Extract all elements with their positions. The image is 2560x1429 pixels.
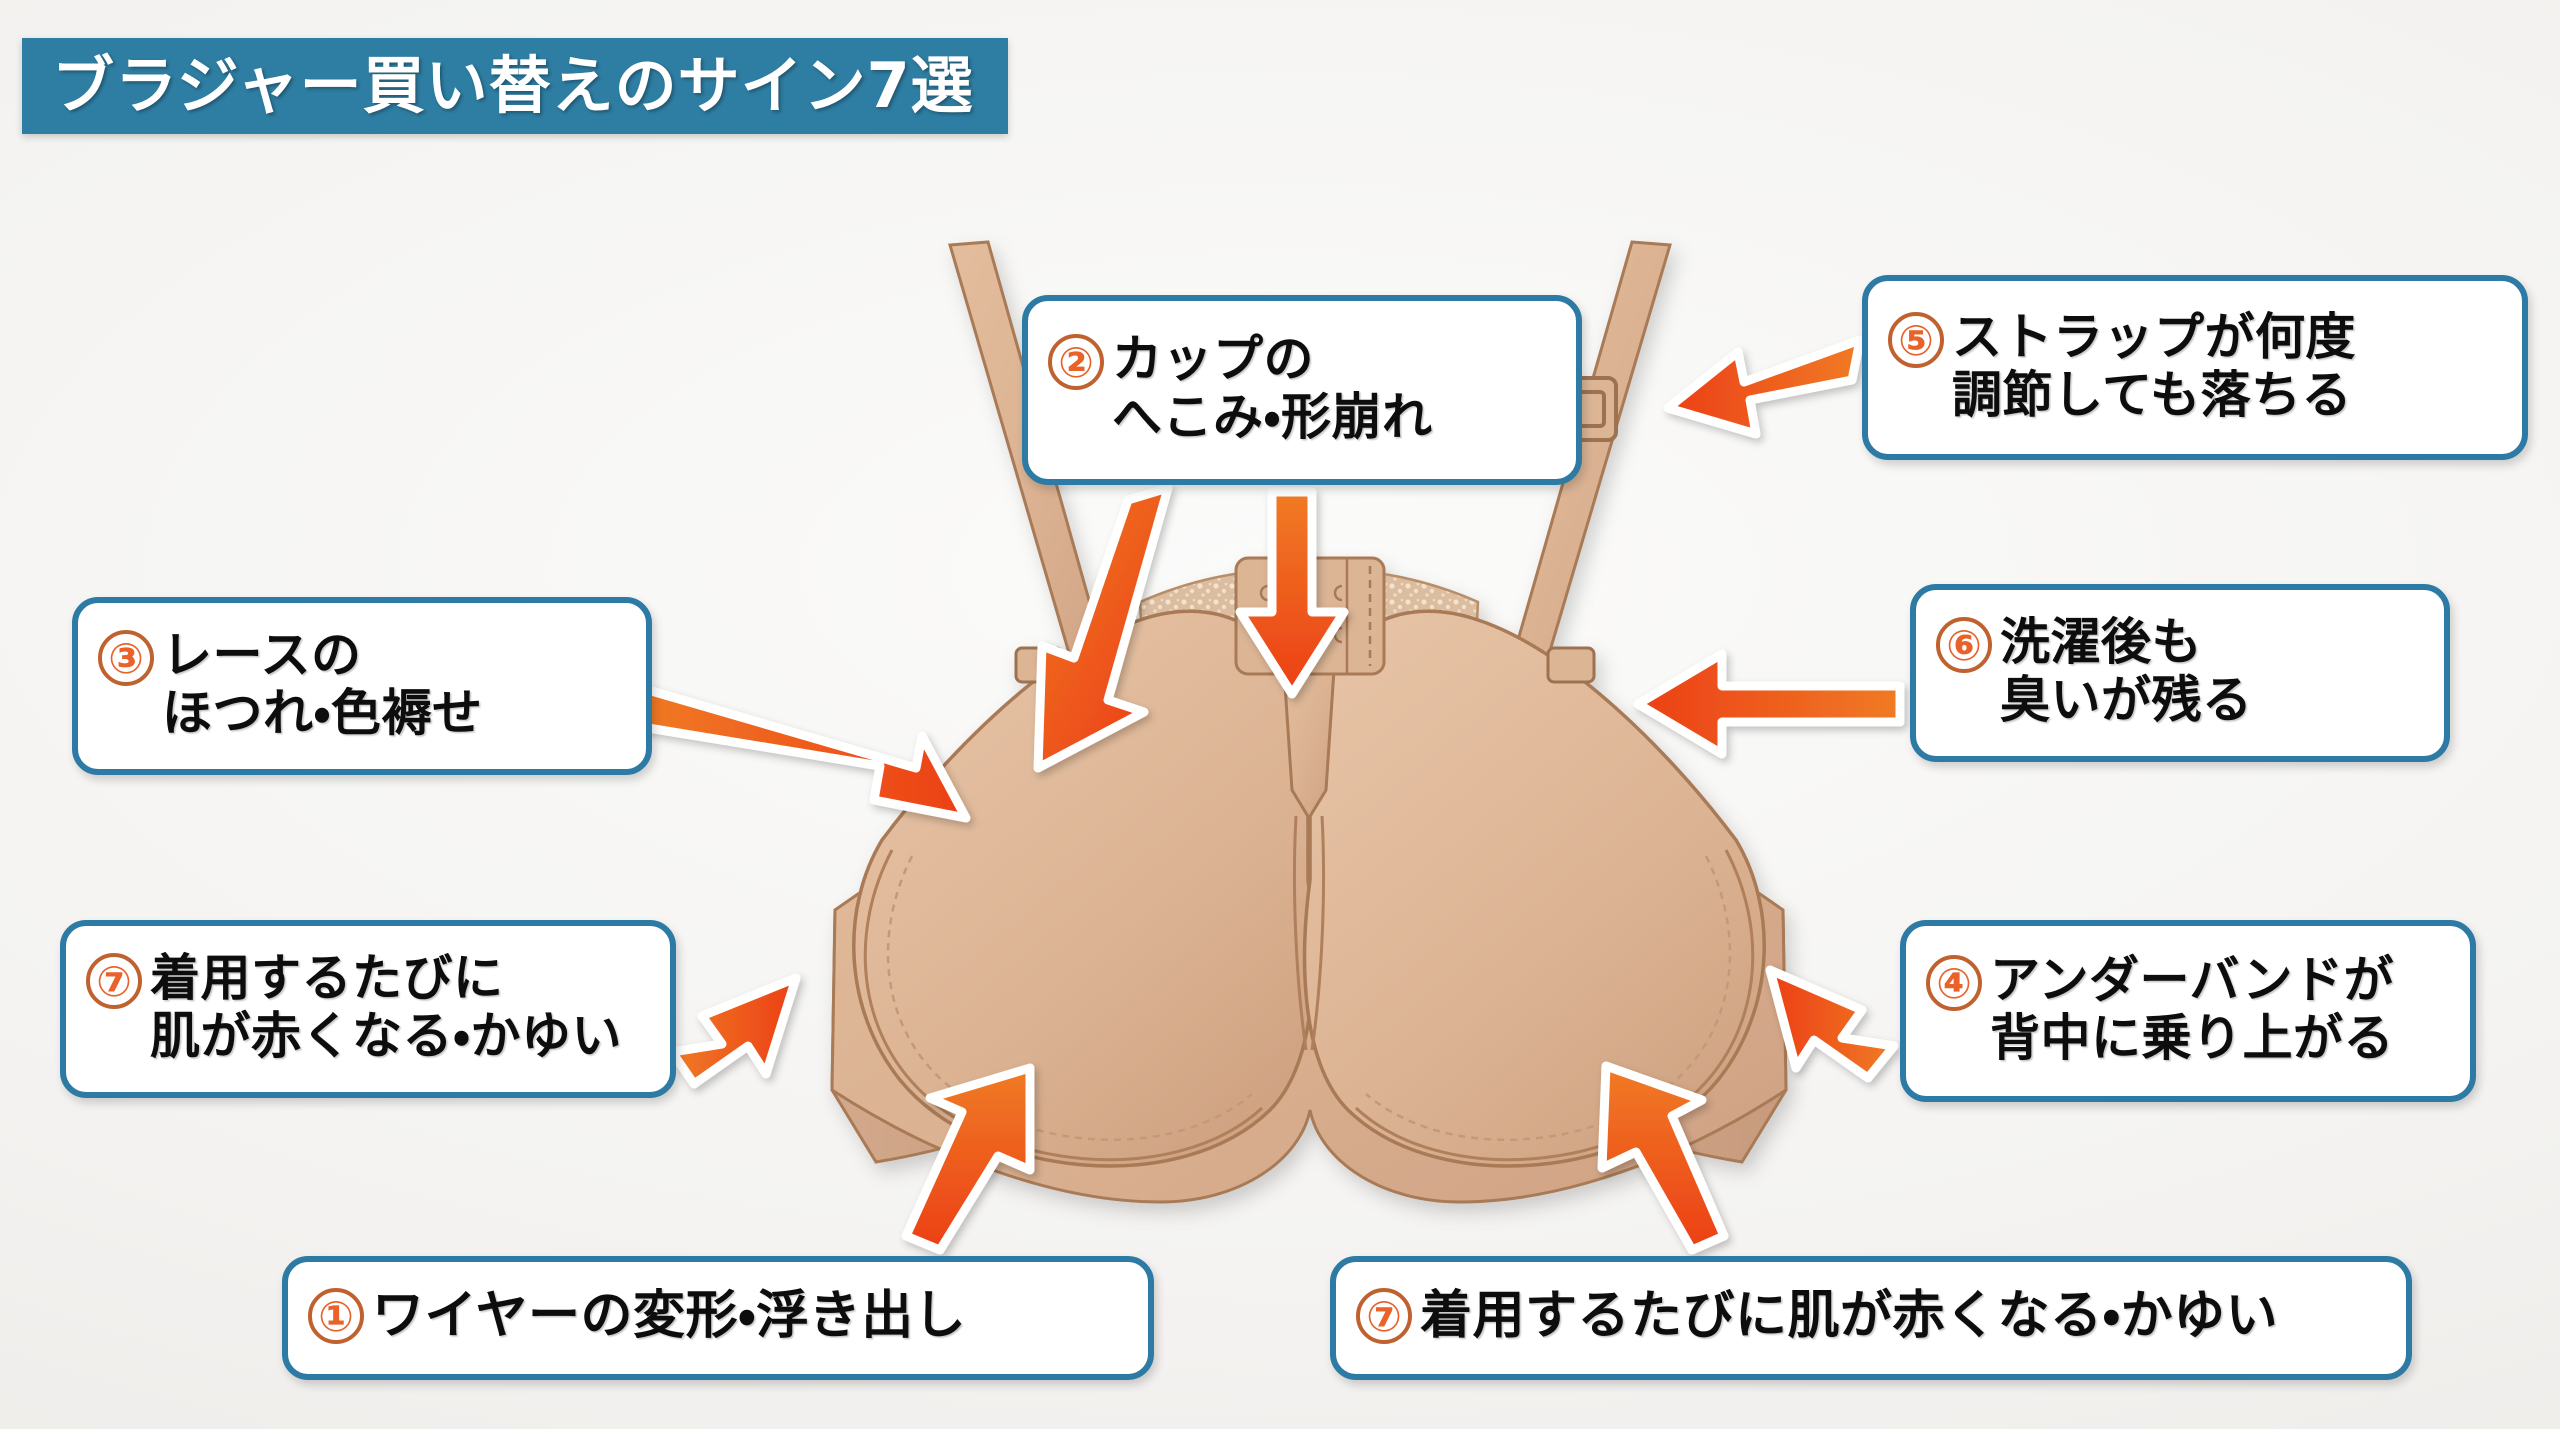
callout-box-4[interactable]: ④ アンダーバンドが 背中に乗り上がる — [1900, 920, 2476, 1102]
callout-line: ワイヤーの変形・浮き出し — [372, 1285, 967, 1346]
callout-number-4: ④ — [1926, 955, 1982, 1011]
callout-number-1: ① — [308, 1288, 364, 1344]
callout-text-2: カップの へこみ・形崩れ — [1112, 330, 1433, 446]
callout-text-4: アンダーバンドが 背中に乗り上がる — [1990, 951, 2394, 1067]
callout-number-2: ② — [1048, 334, 1104, 390]
callout-box-5[interactable]: ⑤ ストラップが何度 調節しても落ちる — [1862, 275, 2528, 460]
center-gore-seam-left — [1292, 815, 1308, 1051]
callout-line: カップの — [1112, 330, 1314, 388]
callout-line: レースの — [162, 626, 362, 684]
callout-box-2[interactable]: ② カップの へこみ・形崩れ — [1022, 295, 1582, 485]
callout-text-6: 洗濯後も 臭いが残る — [2000, 613, 2253, 729]
strap-adjuster-right-lower — [1546, 646, 1596, 684]
callout-box-7a[interactable]: ⑦ 着用するたびに 肌が赤くなる・かゆい — [60, 920, 676, 1098]
page-title: ブラジャー買い替えのサイン7選 — [52, 49, 974, 122]
callout-number-7b: ⑦ — [1356, 1288, 1412, 1344]
callout-number-6: ⑥ — [1936, 617, 1992, 673]
callout-line: 背中に乗り上がる — [1990, 1009, 2394, 1067]
callout-text-7a: 着用するたびに 肌が赤くなる・かゆい — [150, 949, 622, 1065]
callout-line: 着用するたびに — [150, 949, 504, 1007]
callout-line: 臭いが残る — [2000, 671, 2253, 729]
callout-text-1: ワイヤーの変形・浮き出し — [372, 1286, 966, 1346]
callout-line: ストラップが何度 — [1952, 307, 2356, 366]
callout-text-5: ストラップが何度 調節しても落ちる — [1952, 308, 2356, 424]
callout-box-7b[interactable]: ⑦ 着用するたびに肌が赤くなる・かゆい — [1330, 1256, 2412, 1380]
callout-box-6[interactable]: ⑥ 洗濯後も 臭いが残る — [1910, 584, 2450, 762]
callout-box-1[interactable]: ① ワイヤーの変形・浮き出し — [282, 1256, 1154, 1380]
callout-box-3[interactable]: ③ レースの ほつれ・色褥せ — [72, 597, 652, 775]
center-gore-seam-right — [1310, 815, 1326, 1051]
callout-number-5: ⑤ — [1888, 311, 1944, 368]
callout-line: 調節しても落ちる — [1952, 365, 2352, 424]
callout-line: 洗濯後も — [2000, 613, 2202, 671]
callout-line: ほつれ・色褥せ — [162, 684, 483, 742]
page-title-bar: ブラジャー買い替えのサイン7選 — [22, 38, 1008, 134]
cup-left — [852, 609, 1316, 1168]
hook-and-eye-closure — [1234, 556, 1386, 676]
callout-line: アンダーバンドが — [1990, 951, 2394, 1009]
callout-line: へこみ・形崩れ — [1112, 388, 1433, 446]
callout-number-7a: ⑦ — [86, 953, 142, 1009]
strap-adjuster-left — [1014, 646, 1064, 684]
callout-line: 肌が赤くなる・かゆい — [150, 1007, 622, 1065]
callout-text-3: レースの ほつれ・色褥せ — [162, 626, 483, 742]
callout-number-3: ③ — [98, 630, 154, 686]
cup-right — [1302, 609, 1766, 1168]
callout-text-7b: 着用するたびに肌が赤くなる・かゆい — [1420, 1286, 2278, 1346]
callout-line: 着用するたびに肌が赤くなる・かゆい — [1420, 1285, 2279, 1346]
